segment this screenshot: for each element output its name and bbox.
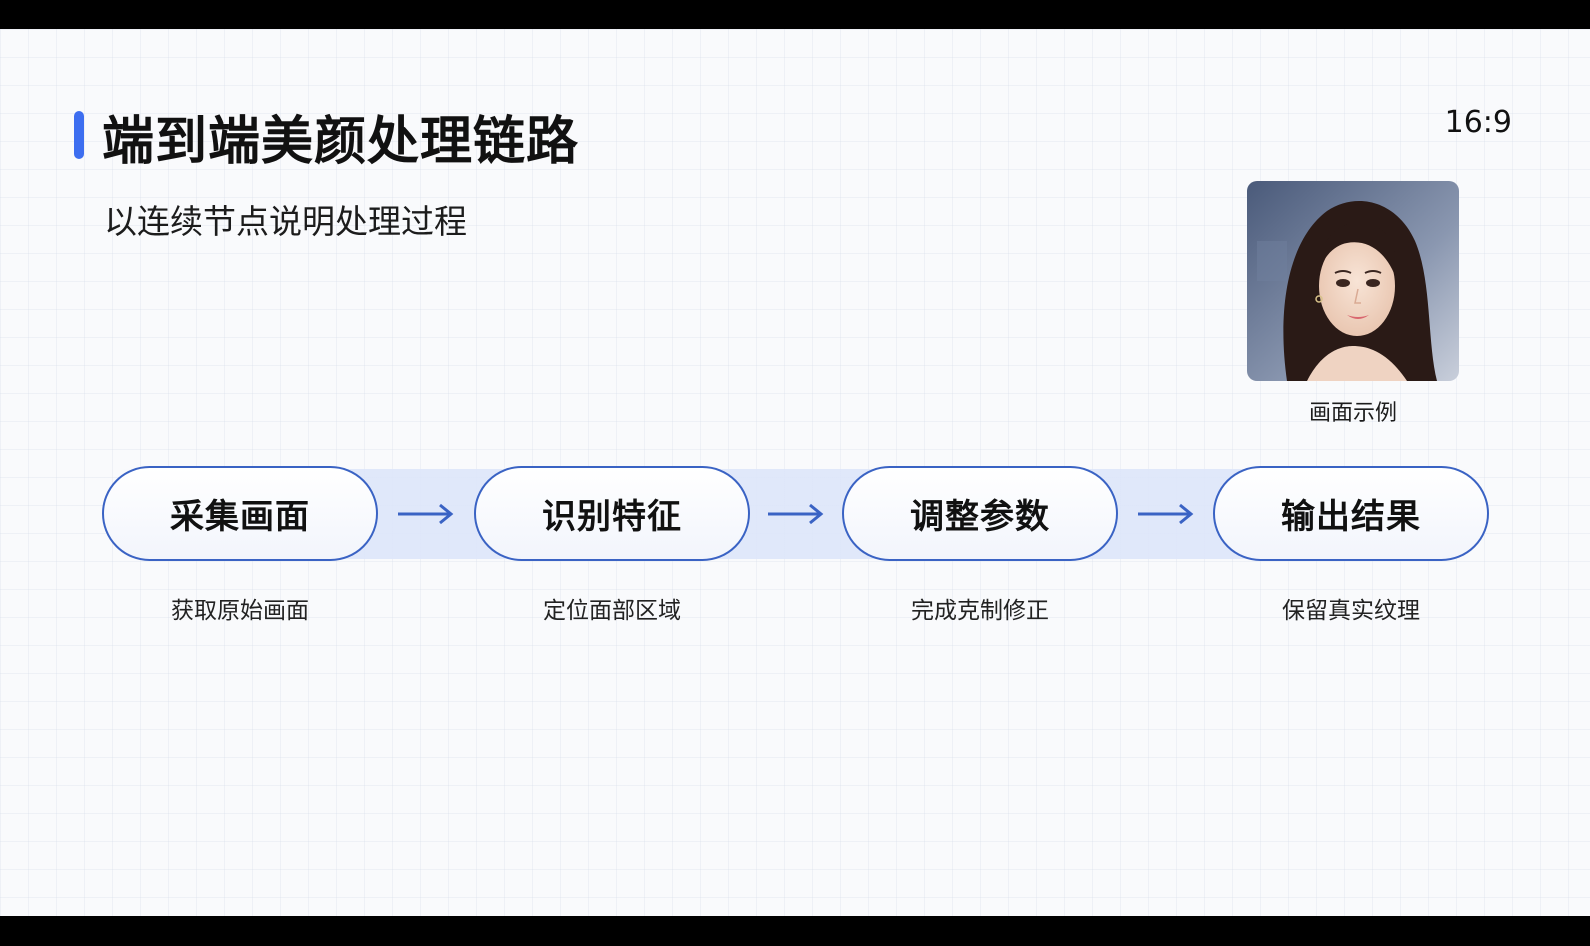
flow-node-detect: 识别特征 bbox=[474, 466, 750, 561]
flow-node-desc: 定位面部区域 bbox=[543, 598, 681, 624]
slide-title: 端到端美颜处理链路 bbox=[102, 112, 580, 172]
arrow-right-icon bbox=[1136, 499, 1196, 529]
flow-node-adjust: 调整参数 bbox=[842, 466, 1118, 561]
flow-node-capture: 采集画面 bbox=[102, 466, 378, 561]
arrow-right-icon bbox=[766, 499, 826, 529]
sample-portrait-image bbox=[1247, 181, 1459, 381]
photo-caption: 画面示例 bbox=[1308, 401, 1397, 426]
flow-node-desc: 保留真实纹理 bbox=[1282, 598, 1420, 624]
title-accent-bar bbox=[74, 111, 84, 159]
slide: 端到端美颜处理链路 16:9 以连续节点说明处理过程 bbox=[0, 29, 1590, 916]
flow-node-desc: 获取原始画面 bbox=[171, 598, 309, 624]
aspect-ratio-label: 16:9 bbox=[1444, 105, 1512, 140]
slide-subtitle: 以连续节点说明处理过程 bbox=[104, 202, 467, 241]
flow-node-output: 输出结果 bbox=[1213, 466, 1489, 561]
arrow-right-icon bbox=[396, 499, 456, 529]
flow-node-desc: 完成克制修正 bbox=[911, 598, 1049, 624]
